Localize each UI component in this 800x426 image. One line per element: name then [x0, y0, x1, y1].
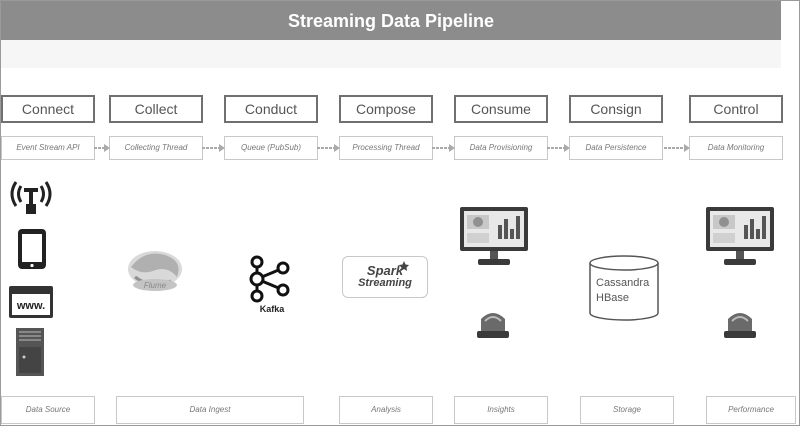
stage-collect: Collect — [109, 95, 203, 123]
spark-label: Spark — [366, 263, 404, 278]
flow-arrow — [664, 144, 690, 152]
activity-data-provisioning: Data Provisioning — [454, 136, 548, 160]
footer-insights: Insights — [454, 396, 548, 424]
svg-text:www.: www. — [16, 300, 45, 312]
database-icon — [589, 255, 659, 321]
tablet-icon — [18, 229, 46, 269]
stage-consign: Consign — [569, 95, 663, 123]
web-icon: www. — [9, 286, 53, 318]
header-band — [1, 40, 781, 68]
footer-data-source: Data Source — [1, 396, 95, 424]
storage-label-hbase: HBase — [596, 292, 630, 304]
stage-consume: Consume — [454, 95, 548, 123]
kafka-icon — [249, 255, 290, 303]
activity-queue: Queue (PubSub) — [224, 136, 318, 160]
server-icon — [16, 328, 44, 376]
footer-data-ingest: Data Ingest — [116, 396, 304, 424]
activity-processing-thread: Processing Thread — [339, 136, 433, 160]
streaming-label: Streaming — [358, 277, 412, 289]
activity-data-persistence: Data Persistence — [569, 136, 663, 160]
stage-connect: Connect — [1, 95, 95, 123]
kafka-label: Kafka — [259, 304, 285, 314]
antenna-icon — [10, 181, 52, 214]
star-icon — [399, 261, 409, 271]
activity-event-stream-api: Event Stream API — [1, 136, 95, 160]
footer-analysis: Analysis — [339, 396, 433, 424]
flume-icon: Flume — [128, 251, 182, 291]
footer-performance: Performance — [706, 396, 796, 424]
alarm-light-icon — [477, 313, 509, 338]
flow-arrow — [202, 144, 225, 152]
storage-label-cassandra: Cassandra — [596, 277, 650, 289]
footer-storage: Storage — [580, 396, 674, 424]
flow-arrow — [317, 144, 340, 152]
activity-data-monitoring: Data Monitoring — [689, 136, 783, 160]
flow-arrow — [94, 144, 110, 152]
stage-conduct: Conduct — [224, 95, 318, 123]
stage-control: Control — [689, 95, 783, 123]
flow-arrow — [547, 144, 570, 152]
svg-text:Flume: Flume — [144, 281, 167, 290]
stage-compose: Compose — [339, 95, 433, 123]
activity-collecting-thread: Collecting Thread — [109, 136, 203, 160]
page-title: Streaming Data Pipeline — [1, 1, 781, 40]
dashboard-icon — [460, 207, 528, 265]
dashboard-icon — [706, 207, 774, 265]
flow-arrow — [432, 144, 455, 152]
alarm-light-icon — [724, 313, 756, 338]
spark-logo: Spark Streaming — [342, 256, 428, 298]
